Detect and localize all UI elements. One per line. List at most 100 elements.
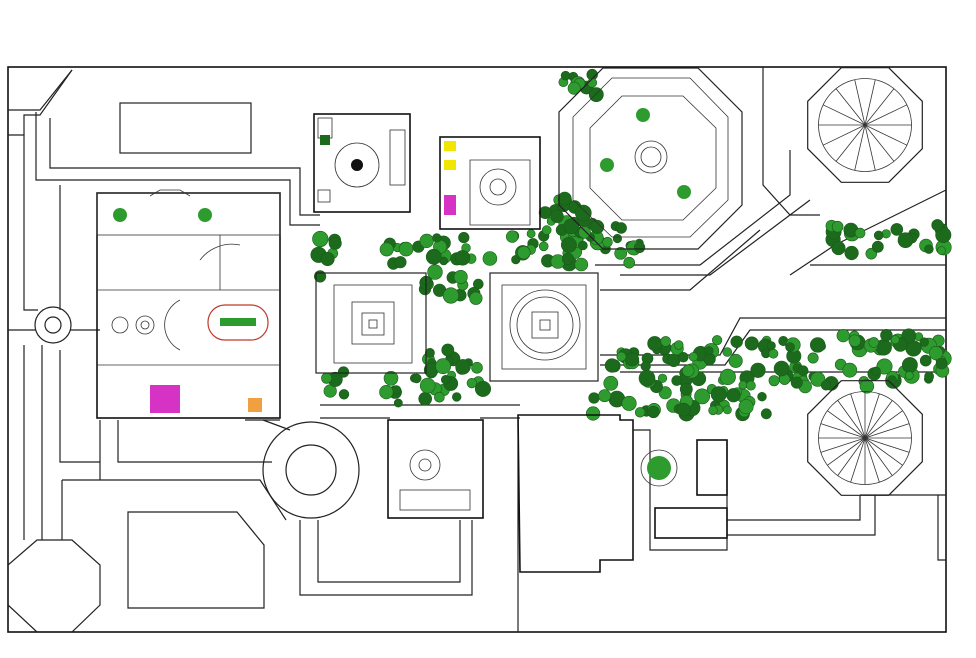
tree-symbol	[657, 373, 668, 383]
tree-symbol	[624, 352, 640, 367]
pavilion	[489, 272, 599, 382]
tree-symbol	[602, 236, 613, 248]
tree-symbol	[633, 241, 646, 253]
tree-symbol	[379, 242, 394, 257]
tree-symbol	[612, 233, 623, 244]
tree-symbol	[671, 375, 683, 386]
tree-symbol	[738, 380, 748, 390]
tree-symbol	[588, 392, 600, 404]
tree-symbol	[328, 236, 342, 250]
tree-symbol	[526, 229, 536, 239]
tree-symbol	[935, 357, 948, 370]
tree-symbol	[574, 204, 592, 222]
tree-symbol	[842, 362, 858, 378]
tree-symbol	[640, 361, 651, 372]
tree-symbol	[578, 240, 588, 251]
service-block	[439, 136, 541, 230]
tree-symbol	[676, 402, 691, 417]
tree-symbol	[411, 373, 422, 384]
tree-symbol	[809, 337, 826, 353]
tree-symbol	[541, 225, 552, 235]
tree-symbol	[557, 191, 572, 206]
tree-symbol	[320, 252, 335, 267]
tree-symbol	[831, 241, 846, 256]
tree-symbol	[766, 341, 776, 351]
tree-symbol	[844, 245, 859, 261]
tree-symbol	[919, 354, 932, 367]
tree-symbol	[708, 405, 718, 416]
tree-symbol	[931, 219, 944, 232]
toilet-block	[654, 439, 728, 539]
tree-symbol	[616, 351, 627, 362]
tree-symbol	[452, 392, 462, 402]
tree-symbol	[517, 245, 531, 260]
tree-symbol	[704, 346, 714, 356]
tree-symbol	[887, 375, 897, 385]
tree-symbol	[890, 335, 900, 345]
tree-symbol	[647, 405, 660, 419]
tree-symbol	[768, 375, 780, 387]
tree-symbol	[435, 358, 451, 375]
tree-symbol	[897, 232, 914, 248]
hall	[517, 414, 728, 573]
tree-symbol	[797, 365, 809, 377]
tree-symbol	[379, 385, 394, 400]
tree-symbol	[688, 352, 699, 362]
tree-symbol	[873, 230, 884, 241]
kitchen-block	[313, 113, 411, 213]
tree-symbol	[744, 336, 759, 351]
tree-symbol	[679, 382, 693, 396]
tree-symbol	[432, 233, 442, 243]
tree-symbol	[560, 70, 571, 81]
tree-symbol	[466, 378, 477, 389]
tree-symbol	[868, 337, 880, 348]
tree-symbol	[681, 364, 695, 377]
tree-symbol	[928, 346, 944, 361]
tree-symbol	[634, 407, 646, 418]
tree-symbol	[730, 335, 743, 348]
gazebo-south	[807, 380, 923, 496]
tree-symbol	[647, 336, 663, 351]
gazebo-north	[807, 67, 923, 183]
tree-symbol	[615, 222, 627, 234]
tree-symbol	[434, 391, 445, 403]
tree-symbol	[738, 399, 754, 415]
tree-symbol	[924, 244, 934, 254]
tree-symbol	[614, 246, 628, 260]
tree-symbol	[723, 405, 732, 415]
tree-symbol	[458, 232, 470, 244]
tree-symbol	[337, 366, 350, 378]
tree-symbol	[418, 391, 433, 406]
tree-symbol	[810, 371, 826, 387]
tree-symbol	[574, 257, 589, 272]
tree-symbol	[398, 241, 414, 257]
tree-symbol	[538, 241, 549, 252]
tree-symbol	[561, 236, 577, 253]
tree-symbol	[760, 408, 772, 420]
tree-symbol	[807, 352, 819, 364]
tree-symbol	[871, 240, 884, 253]
tree-symbol	[871, 366, 881, 376]
tree-symbol	[785, 342, 795, 352]
tree-symbol	[598, 389, 611, 403]
cafe-block	[387, 419, 484, 519]
tree-symbol	[425, 248, 442, 265]
tree-symbol	[567, 81, 581, 95]
landscape-planting	[310, 68, 952, 422]
tree-symbol	[578, 226, 591, 239]
tree-symbol	[719, 368, 736, 386]
tree-symbol	[506, 230, 519, 243]
tree-symbol	[393, 398, 403, 408]
tree-symbol	[538, 206, 552, 219]
tree-symbol	[694, 388, 710, 405]
tree-symbol	[623, 256, 636, 269]
tree-symbol	[854, 227, 866, 239]
tree-symbol	[750, 362, 766, 378]
tree-symbol	[859, 379, 875, 394]
tree-symbol	[453, 269, 468, 284]
tree-symbol	[935, 227, 952, 244]
tree-symbol	[455, 359, 471, 375]
tree-symbol	[604, 358, 620, 373]
octagon-garden	[558, 67, 743, 250]
